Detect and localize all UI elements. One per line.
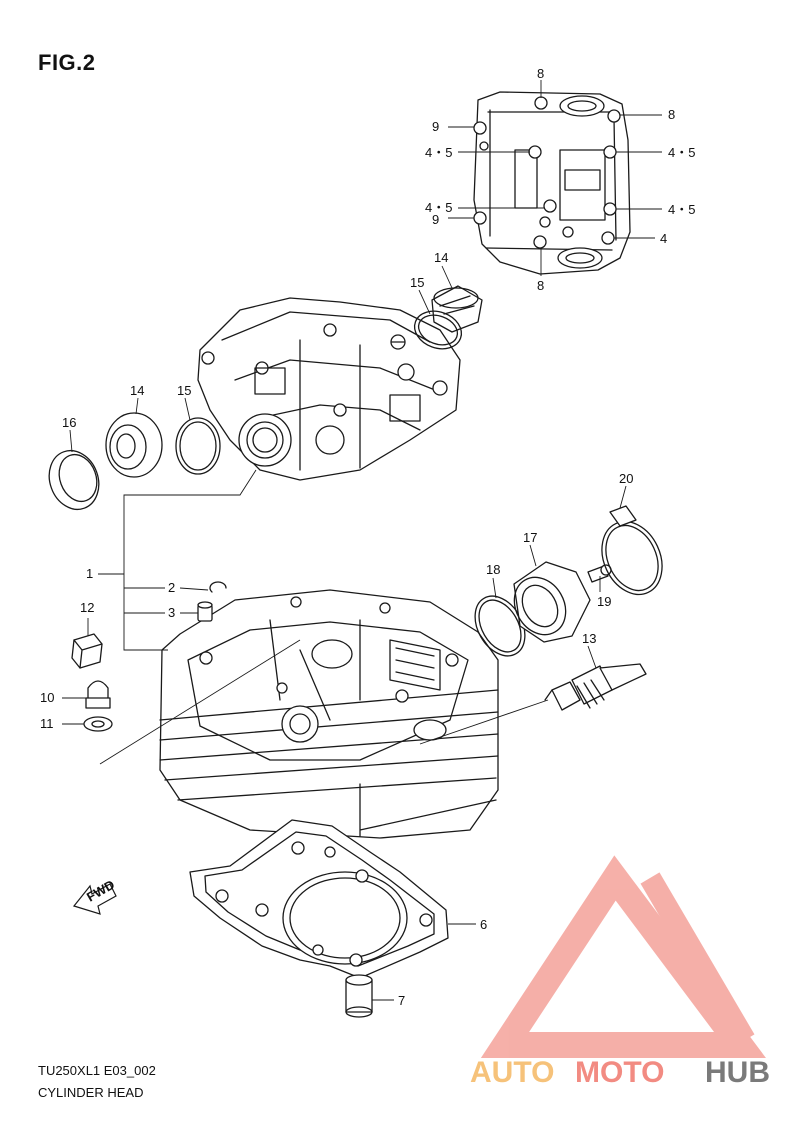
callout-14-upper: 14 [434, 250, 448, 265]
callout-3: 3 [168, 605, 175, 620]
cylinder-head-body [159, 589, 499, 839]
callout-20: 20 [619, 471, 633, 486]
watermark-logo [480, 855, 766, 1058]
figure-title: FIG.2 [38, 50, 96, 75]
clamp-20 [601, 505, 663, 596]
o-ring-15-left [175, 417, 221, 475]
callout-13: 13 [582, 631, 596, 646]
callout-4-5-a: 4・5 [425, 145, 452, 160]
o-ring-upper [413, 310, 463, 350]
callout-8-top: 8 [537, 66, 544, 81]
oil-filler-cap-upper [431, 285, 483, 333]
callout-11: 11 [40, 716, 54, 731]
callout-16: 16 [62, 415, 76, 430]
callout-6: 6 [480, 917, 487, 932]
callout-1: 1 [86, 566, 93, 581]
callout-4-5-c: 4・5 [425, 200, 452, 215]
section-name: CYLINDER HEAD [38, 1085, 144, 1100]
model-code: TU250XL1 E03_002 [38, 1063, 156, 1078]
nut-12 [71, 633, 103, 669]
callout-2: 2 [168, 580, 175, 595]
callout-15-upper: 15 [410, 275, 424, 290]
cylinder-head-gasket-6 [189, 819, 449, 979]
callout-4-5-d: 4・5 [668, 202, 695, 217]
leader-lines [62, 80, 662, 1001]
intake-pipe-17 [513, 561, 591, 643]
cap-nut-10 [85, 680, 111, 709]
callout-14-left: 14 [130, 383, 144, 398]
callout-4: 4 [660, 231, 667, 246]
callout-18: 18 [486, 562, 500, 577]
watermark-moto: MOTO [575, 1056, 664, 1089]
watermark-text: AUTO MOTO HUB [470, 1056, 770, 1089]
watermark-auto: AUTO [470, 1056, 554, 1089]
watermark-hub: HUB [705, 1056, 770, 1089]
callout-4-5-b: 4・5 [668, 145, 695, 160]
dowel-7 [345, 974, 373, 1018]
callout-15-left: 15 [177, 383, 191, 398]
dowel-pin-3 [197, 601, 213, 622]
callout-12: 12 [80, 600, 94, 615]
callout-19: 19 [597, 594, 611, 609]
callout-8-bottom: 8 [537, 278, 544, 293]
camshaft-housing [197, 297, 461, 481]
callout-7: 7 [398, 993, 405, 1008]
washer-11 [83, 716, 113, 732]
callout-8-right: 8 [668, 107, 675, 122]
plug-16 [48, 449, 100, 511]
spark-plug-13 [544, 663, 647, 711]
bolt-19 [587, 564, 612, 583]
callout-9-upper: 9 [432, 119, 439, 134]
cylinder-head-cover [473, 91, 631, 275]
callout-17: 17 [523, 530, 537, 545]
circlip-2 [209, 581, 227, 593]
fwd-arrow-icon: FWD [72, 877, 117, 915]
callout-labels: 8 8 9 4・5 4・5 4・5 4・5 9 4 8 14 15 14 15 … [40, 66, 695, 1008]
cap-14-left [105, 412, 163, 478]
callout-9-lower: 9 [432, 212, 439, 227]
callout-10: 10 [40, 690, 54, 705]
